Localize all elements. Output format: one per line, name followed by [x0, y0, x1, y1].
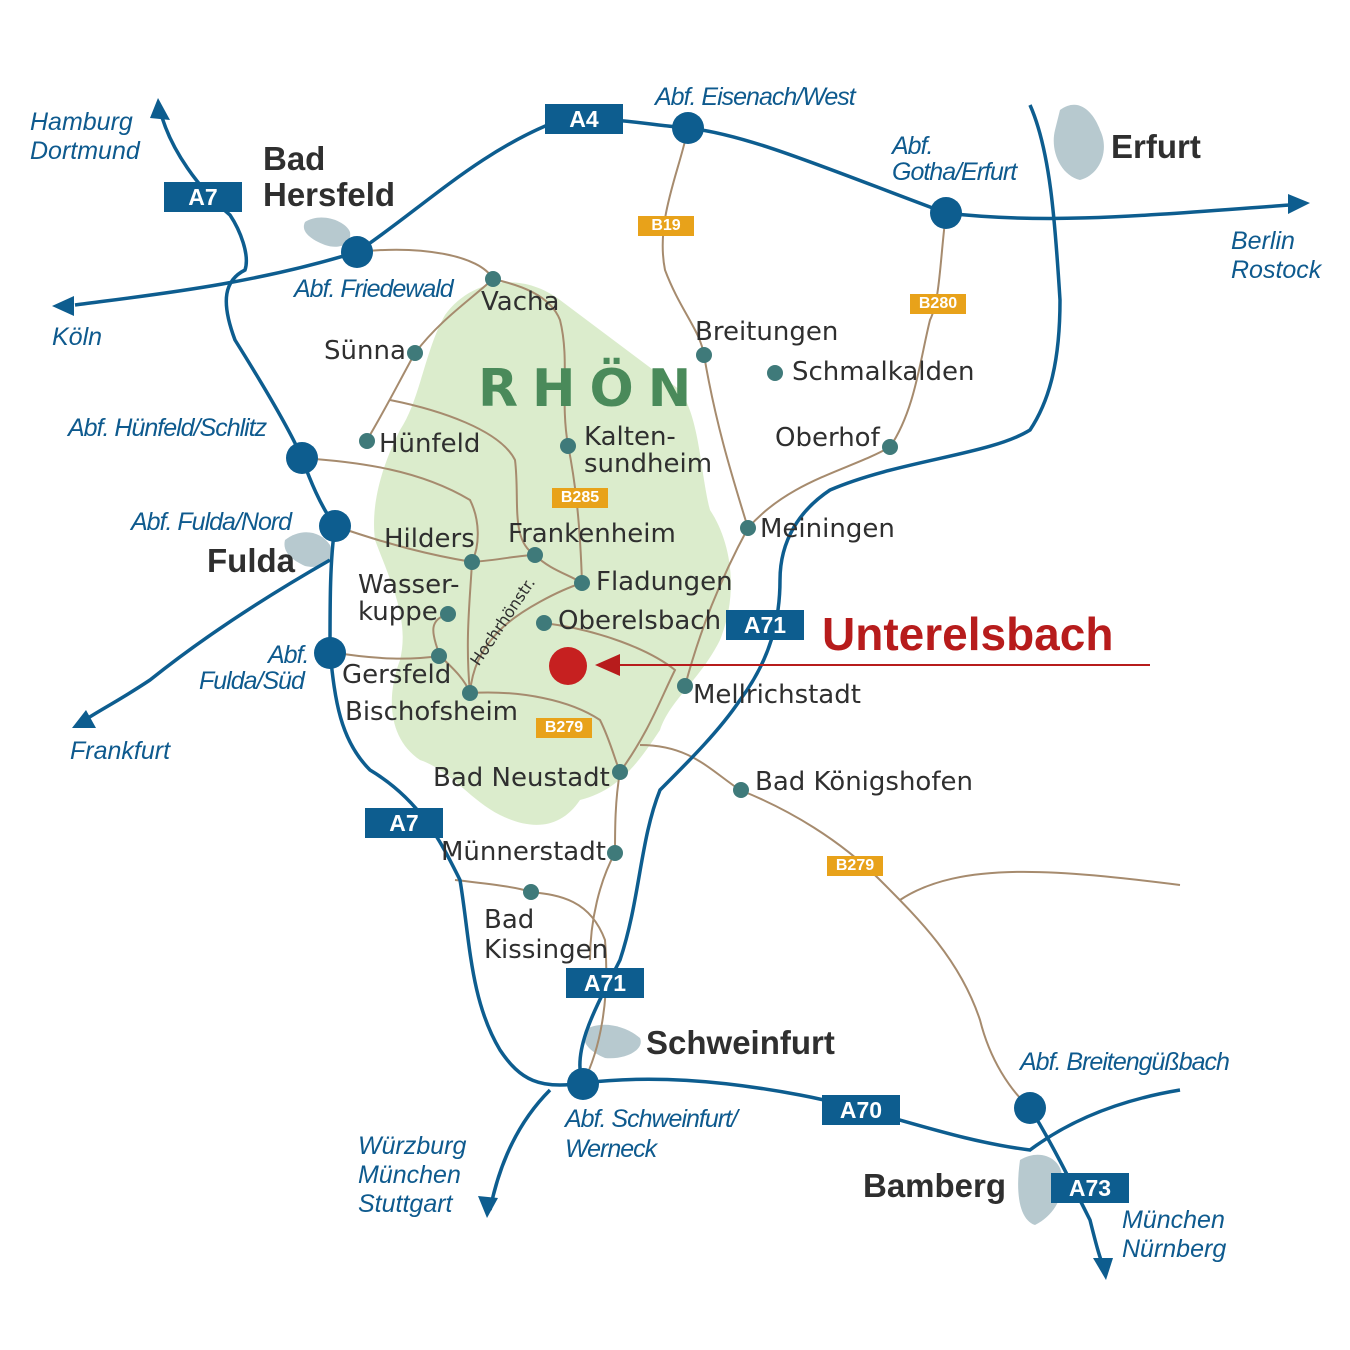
exit-gotha-erfurt-line2: Gotha/Erfurt [892, 158, 1017, 186]
a7-shield-south: A7 [365, 808, 443, 838]
bad-hersfeld-shape [303, 217, 351, 247]
a71-shield-north: A71 [726, 610, 804, 640]
town-bischofsheim: Bischofsheim [345, 697, 519, 727]
city-schweinfurt: Schweinfurt [646, 1024, 835, 1061]
b280-shield: B280 [910, 294, 966, 314]
city-bamberg: Bamberg [863, 1167, 1007, 1204]
exit-fulda-nord: Abf. Fulda/Nord [131, 508, 292, 536]
a71-road [578, 104, 1062, 1084]
dest-wuerzburg: Würzburg [358, 1132, 467, 1160]
exit-eisenach-west: Abf. Eisenach/West [655, 83, 856, 111]
arrow-muenchen-icon [1093, 1258, 1113, 1280]
exit-friedewald: Abf. Friedewald [294, 275, 454, 303]
erfurt-shape [1053, 104, 1104, 180]
arrow-wuerzburg-icon [478, 1196, 498, 1218]
city-bad-hersfeld-line2: Hersfeld [263, 176, 396, 213]
town-oberelsbach: Oberelsbach [558, 606, 722, 636]
b19-shield: B19 [638, 216, 694, 236]
arrowheads [52, 98, 1310, 1280]
b279-shield-east: B279 [827, 856, 883, 876]
exit-schweinfurt-werneck-line2: Werneck [565, 1135, 657, 1163]
dest-hamburg: Hamburg [30, 108, 133, 136]
town-fladungen: Fladungen [596, 567, 733, 597]
autobahns [74, 104, 1291, 1271]
town-bad-neustadt: Bad Neustadt [433, 763, 610, 793]
city-fulda: Fulda [207, 542, 295, 579]
a70-shield: A70 [822, 1095, 900, 1125]
town-wasserkuppe-line2: kuppe [358, 597, 438, 627]
dest-muenchen-east: München [1122, 1206, 1225, 1234]
b285-shield: B285 [552, 488, 608, 508]
exit-fulda-sued-line2: Fulda/Süd [199, 667, 305, 695]
exit-gotha-erfurt-line1: Abf. [892, 132, 933, 160]
town-meiningen: Meiningen [760, 514, 895, 544]
exit-huenfeld-schlitz: Abf. Hünfeld/Schlitz [68, 414, 267, 442]
town-schmalkalden: Schmalkalden [792, 357, 975, 387]
town-oberhof: Oberhof [775, 423, 880, 453]
region-label: RHÖN [478, 359, 706, 419]
city-erfurt: Erfurt [1111, 128, 1201, 165]
arrow-hamburg-icon [150, 98, 170, 120]
town-dots [359, 271, 898, 900]
town-muennerstadt: Münnerstadt [441, 837, 606, 867]
exit-schweinfurt-werneck-line1: Abf. Schweinfurt/ [565, 1105, 738, 1133]
town-kaltensundheim-line1: Kalten- [584, 422, 676, 452]
town-gersfeld: Gersfeld [342, 660, 452, 690]
town-kaltensundheim-line2: sundheim [584, 449, 713, 479]
dest-rostock: Rostock [1231, 256, 1322, 284]
unterelsbach-marker[interactable] [549, 647, 587, 685]
a71-shield-south: A71 [566, 968, 644, 998]
town-bad-kissingen-line1: Bad [484, 905, 535, 935]
a7-shield-north: A7 [164, 182, 242, 212]
exit-breitenguessbach: Abf. Breitengüßbach [1020, 1048, 1230, 1076]
dest-nuernberg: Nürnberg [1122, 1235, 1227, 1263]
dest-muenchen-west: München [358, 1161, 461, 1189]
town-vacha: Vacha [481, 287, 560, 317]
city-bad-hersfeld-line1: Bad [263, 140, 326, 177]
town-bad-kissingen-line2: Kissingen [484, 935, 609, 965]
a7-road [158, 109, 584, 1087]
fulda-shape [284, 532, 332, 567]
town-suenna: Sünna [324, 336, 406, 366]
highlight-label[interactable]: Unterelsbach [822, 608, 1114, 660]
a4-shield: A4 [545, 104, 623, 134]
town-mellrichstadt: Mellrichstadt [693, 680, 861, 710]
dest-koeln: Köln [52, 323, 103, 351]
a4-road [74, 116, 1291, 307]
arrow-berlin-icon [1288, 194, 1310, 214]
a70-road [582, 1077, 1181, 1152]
schweinfurt-shape [583, 1024, 641, 1059]
town-frankenheim: Frankenheim [508, 519, 676, 549]
town-wasserkuppe-line1: Wasser- [358, 570, 460, 600]
exit-fulda-sued-line1: Abf. [268, 641, 309, 669]
b279-shield-west: B279 [536, 718, 592, 738]
dest-berlin: Berlin [1231, 227, 1295, 255]
a73-shield: A73 [1051, 1173, 1129, 1203]
arrow-koeln-icon [52, 296, 74, 316]
frankfurt-road [84, 558, 331, 722]
wuerzburg-road [488, 1088, 552, 1211]
town-breitungen: Breitungen [695, 317, 839, 347]
town-huenfeld: Hünfeld [379, 429, 481, 459]
dest-stuttgart: Stuttgart [358, 1190, 453, 1218]
town-bad-koenigshofen: Bad Königshofen [755, 767, 973, 797]
dest-dortmund: Dortmund [30, 137, 140, 165]
unterelsbach-pointer-arrow-icon [595, 654, 620, 676]
a73-road [1028, 1107, 1107, 1271]
town-hilders: Hilders [384, 524, 475, 554]
arrow-frankfurt-icon [72, 710, 96, 728]
interchanges [286, 112, 1046, 1124]
dest-frankfurt: Frankfurt [70, 737, 171, 765]
bamberg-shape [1018, 1154, 1063, 1225]
